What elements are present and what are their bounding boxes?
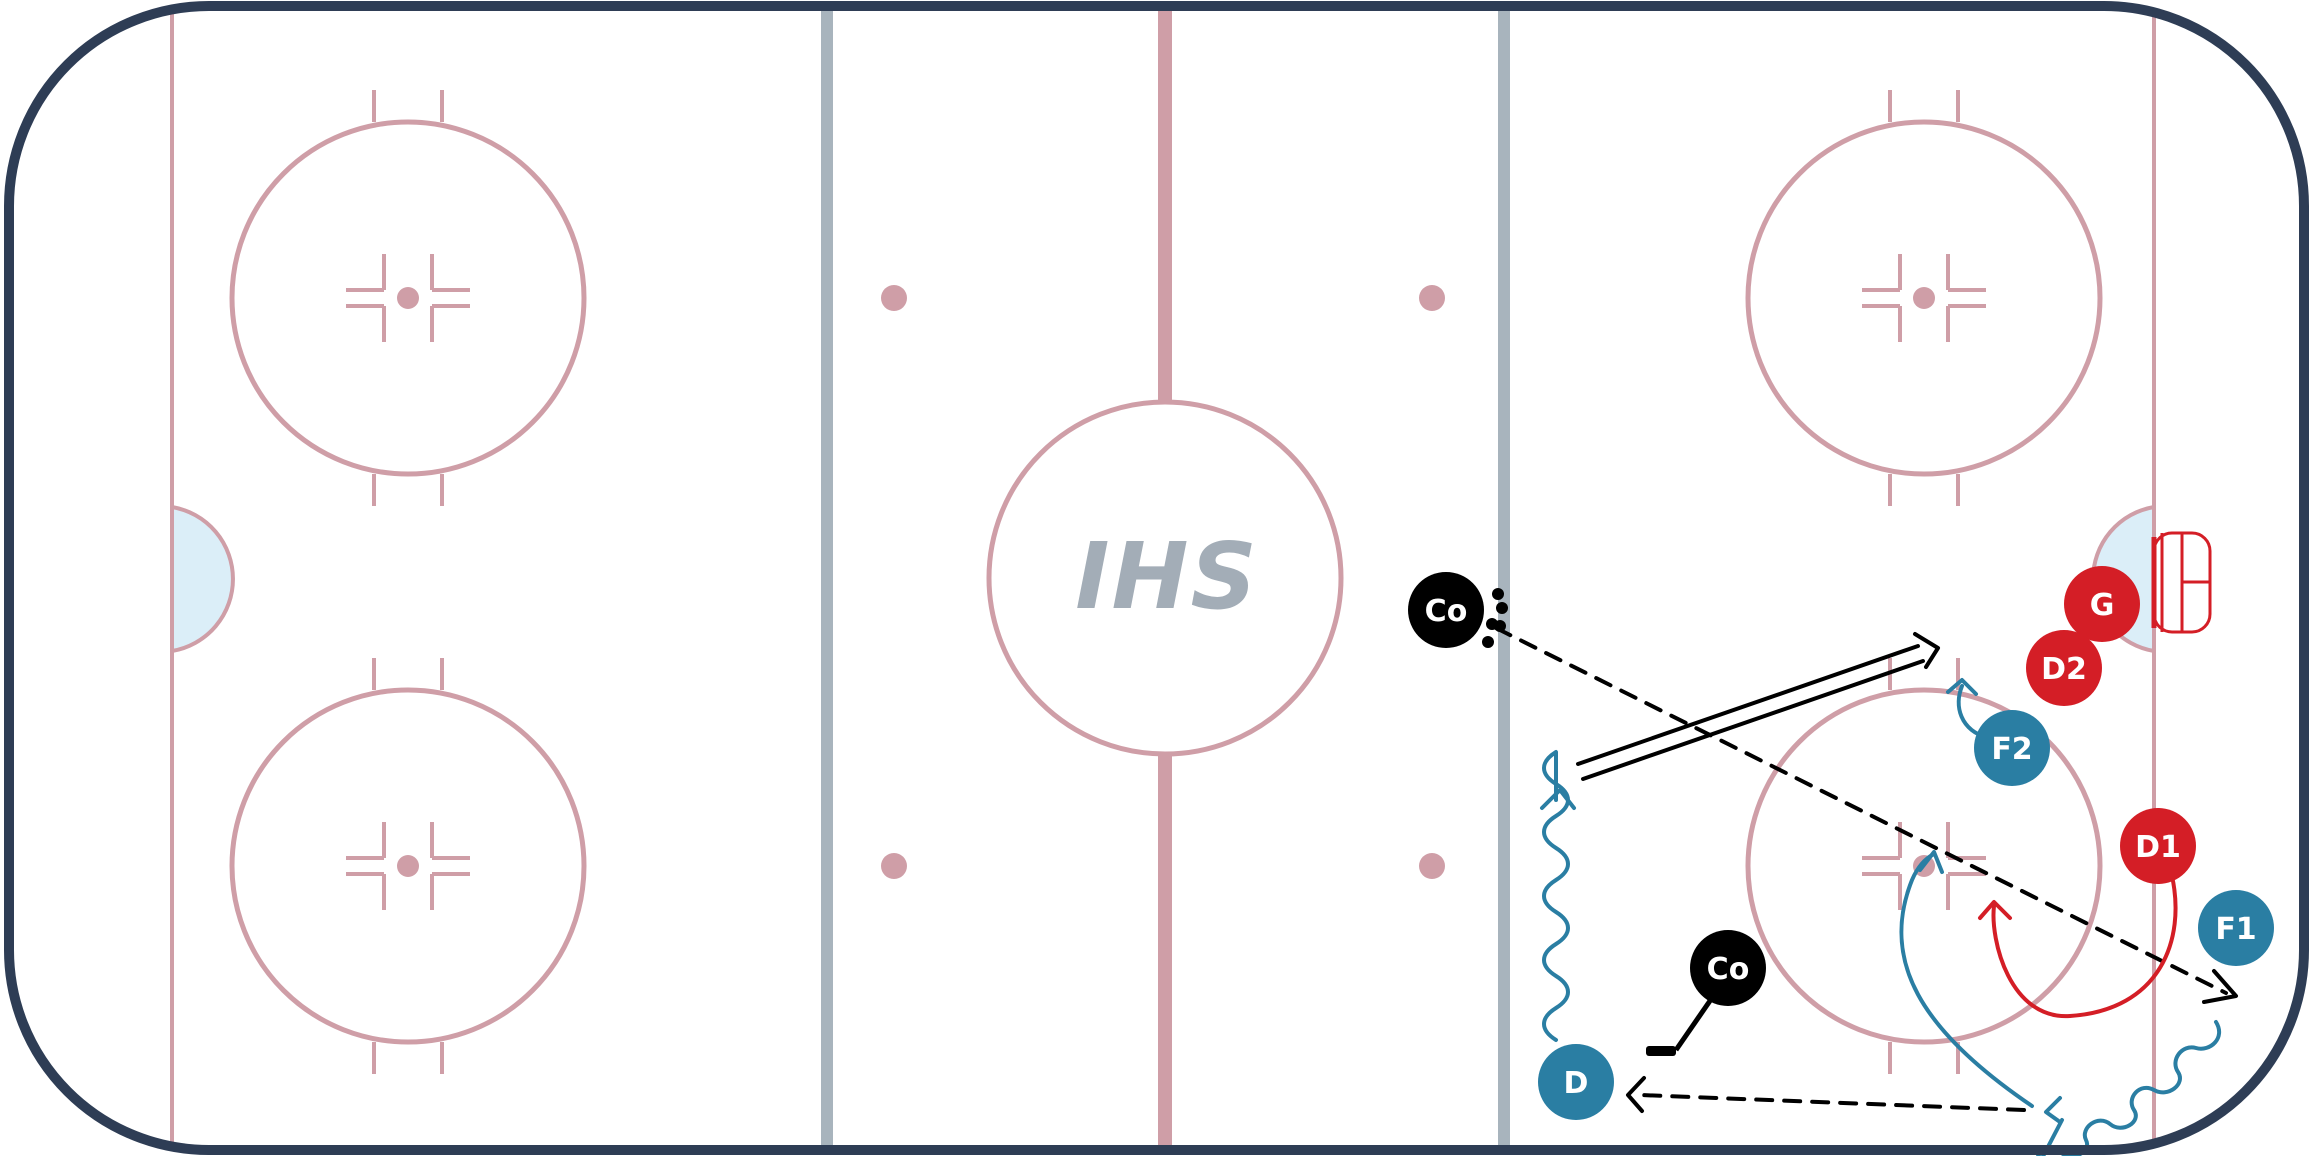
player-label: Co [1707, 952, 1750, 987]
neutral-dot [1419, 285, 1445, 311]
player-d2: D2 [2026, 630, 2102, 706]
player-d1: D1 [2120, 808, 2196, 884]
player-label: D2 [2041, 652, 2087, 687]
player-label: G [2090, 588, 2115, 623]
player-label: F1 [2215, 912, 2256, 947]
player-d: D [1538, 1044, 1614, 1120]
player-f1: F1 [2198, 890, 2274, 966]
puck [1496, 602, 1508, 614]
player-co_top: Co [1408, 572, 1484, 648]
neutral-dot [881, 853, 907, 879]
player-label: Co [1425, 594, 1468, 629]
puck [1494, 620, 1506, 632]
player-g: G [2064, 566, 2140, 642]
neutral-dot [1419, 853, 1445, 879]
player-f2: F2 [1974, 710, 2050, 786]
puck [1482, 636, 1494, 648]
player-label: F2 [1991, 732, 2032, 767]
player-label: D1 [2135, 830, 2181, 865]
player-label: D [1564, 1066, 1589, 1101]
puck [1492, 588, 1504, 600]
faceoff-dot [397, 287, 419, 309]
faceoff-dot [1913, 287, 1935, 309]
ihs-logo: IHS [1075, 523, 1259, 630]
player-co_bottom: Co [1690, 930, 1766, 1006]
faceoff-dot [397, 855, 419, 877]
neutral-dot [881, 285, 907, 311]
